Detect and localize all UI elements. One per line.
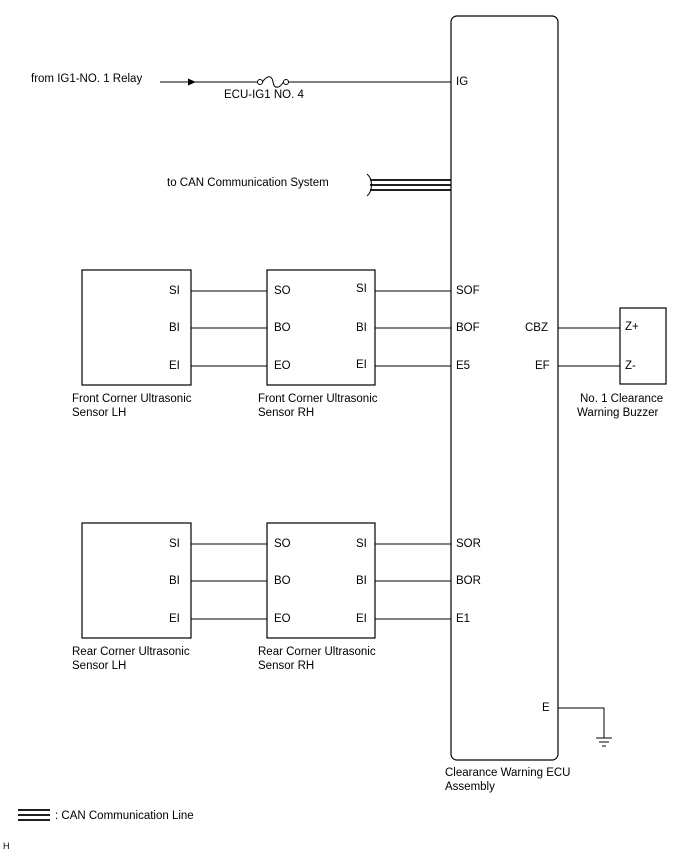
buzzer-name-2: Warning Buzzer <box>577 407 659 419</box>
rear-rh-pin-si: SI <box>356 538 367 550</box>
rear-lh-pin-ei: EI <box>169 613 180 625</box>
rear-rh-pin-ei: EI <box>356 613 367 625</box>
ecu-name-1: Clearance Warning ECU <box>445 767 570 779</box>
ecu-pin-ef: EF <box>535 360 550 372</box>
buzzer-name-1: No. 1 Clearance <box>580 393 663 405</box>
can-legend-label: : CAN Communication Line <box>55 810 194 822</box>
arrow-right-icon <box>188 78 196 86</box>
ecu-pin-e1: E1 <box>456 613 470 625</box>
front-rh-pin-si: SI <box>356 283 367 295</box>
front-rh-pin-bi: BI <box>356 322 367 334</box>
ecu-pin-bof: BOF <box>456 322 480 334</box>
ecu-pin-e: E <box>542 702 550 714</box>
buzzer-pin-zm: Z- <box>625 360 636 372</box>
fuse-label: ECU-IG1 NO. 4 <box>224 89 304 101</box>
buzzer-box <box>619 307 667 385</box>
ecu-pin-sof: SOF <box>456 285 480 297</box>
can-bus-lines <box>366 173 451 197</box>
fuse-icon <box>257 76 289 88</box>
corner-mark: H <box>3 841 10 851</box>
ecu-pin-ig: IG <box>456 76 468 88</box>
rear-rh-pin-bo: BO <box>274 575 291 587</box>
rear-lh-pin-si: SI <box>169 538 180 550</box>
rear-rh-pin-bi: BI <box>356 575 367 587</box>
front-lh-pin-ei: EI <box>169 360 180 372</box>
front-rh-name-2: Sensor RH <box>258 407 314 419</box>
front-rh-pin-so: SO <box>274 285 291 297</box>
ecu-pin-bor: BOR <box>456 575 481 587</box>
ecu-box <box>450 15 559 761</box>
rear-lh-name-1: Rear Corner Ultrasonic <box>72 646 190 658</box>
front-lh-pin-bi: BI <box>169 322 180 334</box>
rear-lh-pin-bi: BI <box>169 575 180 587</box>
front-rh-pin-eo: EO <box>274 360 291 372</box>
ecu-pin-cbz: CBZ <box>525 322 548 334</box>
can-system-label: to CAN Communication System <box>167 177 329 189</box>
ecu-pin-sor: SOR <box>456 538 481 550</box>
rear-lh-name-2: Sensor LH <box>72 660 126 672</box>
rear-rh-pin-eo: EO <box>274 613 291 625</box>
ecu-name-2: Assembly <box>445 781 495 793</box>
can-legend-icon <box>18 809 50 821</box>
rear-rh-pin-so: SO <box>274 538 291 550</box>
front-lh-name-2: Sensor LH <box>72 407 126 419</box>
ecu-pin-e5: E5 <box>456 360 470 372</box>
buzzer-pin-zp: Z+ <box>625 321 639 333</box>
rear-rh-name-1: Rear Corner Ultrasonic <box>258 646 376 658</box>
front-lh-name-1: Front Corner Ultrasonic <box>72 393 192 405</box>
rear-rh-name-2: Sensor RH <box>258 660 314 672</box>
front-rh-pin-ei: EI <box>356 359 367 371</box>
front-rh-name-1: Front Corner Ultrasonic <box>258 393 378 405</box>
ground-icon <box>558 707 612 747</box>
front-rh-pin-bo: BO <box>274 322 291 334</box>
front-lh-pin-si: SI <box>169 285 180 297</box>
power-source-label: from IG1-NO. 1 Relay <box>31 73 142 85</box>
